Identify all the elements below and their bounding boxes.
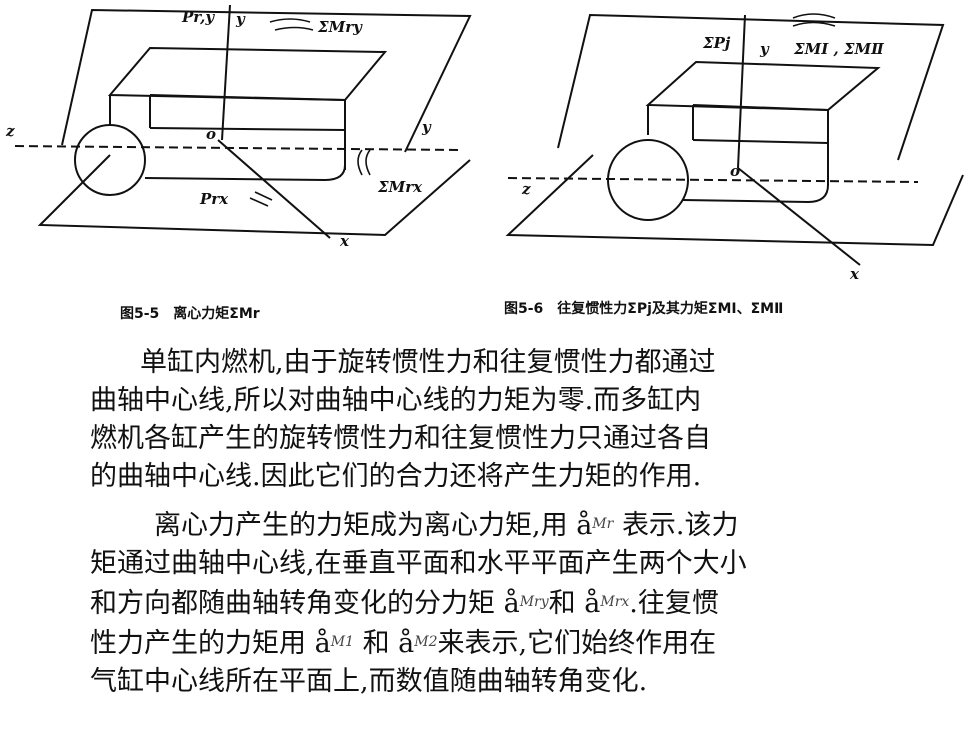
label-y: y bbox=[236, 10, 245, 28]
label-sum-m-i-ii: ΣMⅠ , ΣMⅡ bbox=[794, 40, 884, 58]
figure-5-6-drawing bbox=[505, 13, 964, 266]
label-prx: Prx bbox=[200, 190, 229, 208]
paragraph-1-line-3: 燃机各缸产生的旋转惯性力和往复惯性力只通过各自 bbox=[90, 423, 711, 454]
paragraph-2: 离心力产生的力矩成为离心力矩,用 åMr 表示.该力 矩通过曲轴中心线,在垂直平… bbox=[90, 505, 747, 701]
label-sum-mry: ΣMry bbox=[318, 18, 362, 36]
paragraph-2-line-1: 离心力产生的力矩成为离心力矩,用 åMr 表示.该力 bbox=[154, 510, 739, 541]
sum-symbol: å bbox=[314, 628, 331, 659]
figure-5-5-drawing bbox=[14, 4, 472, 239]
paragraph-1-line-1: 单缸内燃机,由于旋转惯性力和往复惯性力都通过 bbox=[140, 347, 716, 378]
label-x: x bbox=[340, 232, 349, 250]
figure-5-6: ΣPj y ΣMⅠ , ΣMⅡ z o x 图5-6 往复惯性力ΣPj及其力矩Σ… bbox=[498, 0, 968, 330]
paragraph-2-line-5: 气缸中心线所在平面上,而数值随曲轴转角变化. bbox=[90, 666, 648, 697]
paragraph-1-line-4: 的曲轴中心线.因此它们的合力还将产生力矩的作用. bbox=[90, 461, 702, 492]
label-sum-pj: ΣPj bbox=[703, 34, 731, 52]
paragraph-2-line-4: 性力产生的力矩用 åM1 和 åM2来表示,它们始终作用在 bbox=[90, 628, 717, 659]
paragraph-2-line-2: 矩通过曲轴中心线,在垂直平面和水平平面产生两个大小 bbox=[90, 548, 747, 579]
label-sum-mrx: ΣMrx bbox=[378, 178, 423, 196]
figure-5-6-caption: 图5-6 往复惯性力ΣPj及其力矩ΣMⅠ、ΣMⅡ bbox=[504, 301, 784, 317]
sum-symbol: å bbox=[584, 588, 601, 619]
label-y-secondary: y bbox=[422, 118, 431, 136]
paragraph-1: 单缸内燃机,由于旋转惯性力和往复惯性力都通过 曲轴中心线,所以对曲轴中心线的力矩… bbox=[90, 344, 716, 496]
label-z: z bbox=[6, 122, 15, 140]
figure-5-5: Pr,y y ΣMry z o y Prx ΣMrx x 图5-5 离心力矩ΣM… bbox=[0, 0, 480, 330]
sum-symbol: å bbox=[576, 510, 593, 541]
label-x: x bbox=[850, 265, 859, 283]
sum-symbol: å bbox=[398, 628, 415, 659]
label-origin: o bbox=[206, 125, 217, 143]
label-z: z bbox=[522, 180, 531, 198]
label-origin: o bbox=[730, 162, 741, 180]
label-pry: Pr,y bbox=[182, 8, 215, 26]
label-y: y bbox=[760, 40, 769, 58]
figure-5-5-caption: 图5-5 离心力矩ΣMr bbox=[120, 306, 260, 322]
sum-symbol: å bbox=[503, 588, 520, 619]
paragraph-1-line-2: 曲轴中心线,所以对曲轴中心线的力矩为零.而多缸内 bbox=[90, 385, 702, 416]
paragraph-2-line-3: 和方向都随曲轴转角变化的分力矩 åMry和 åMrx.往复惯 bbox=[90, 588, 719, 619]
